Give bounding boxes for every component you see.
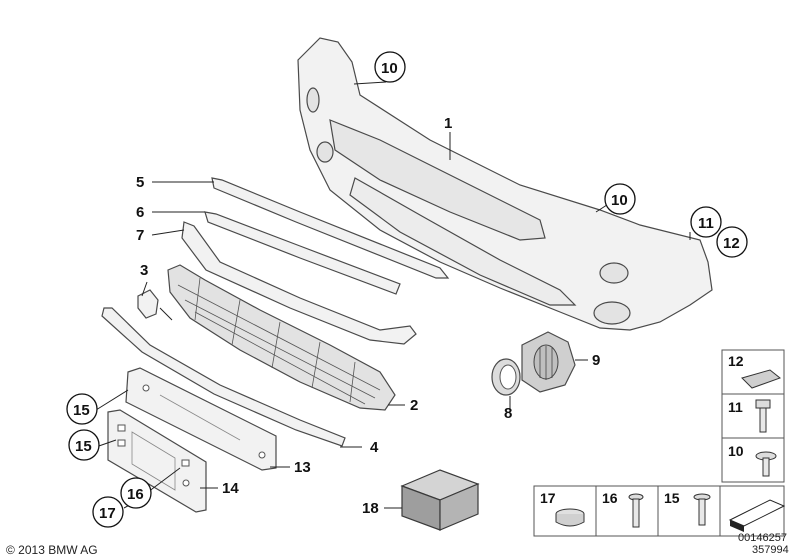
circled-callouts: 10 10 11 12 15 15 16 17 xyxy=(66,51,748,528)
callout-labels: 1 5 6 7 3 2 4 13 14 9 8 18 xyxy=(136,115,600,517)
plate-holder-13 xyxy=(125,367,277,471)
grille-mesh xyxy=(167,264,396,411)
fastener-legend: 12 11 10 17 16 15 xyxy=(533,349,786,537)
callout-8: 8 xyxy=(504,405,512,422)
screw-washer-icon xyxy=(755,451,777,477)
callout-15-lower: 15 xyxy=(75,438,92,455)
trim-strip-7 xyxy=(181,221,417,345)
license-plate-14 xyxy=(107,409,207,513)
callout-6: 6 xyxy=(136,204,144,221)
drawing-code-alt: 357994 xyxy=(752,544,789,556)
callout-15-upper: 15 xyxy=(73,402,90,419)
copyright-text: © 2013 BMW AG xyxy=(6,543,98,557)
callout-16: 16 xyxy=(127,486,144,503)
bolt-icon xyxy=(755,399,771,433)
callout-7: 7 xyxy=(136,227,144,244)
legend-17: 17 xyxy=(540,490,556,506)
callout-13: 13 xyxy=(294,459,311,476)
callout-4: 4 xyxy=(370,439,379,456)
legend-12: 12 xyxy=(728,353,744,369)
fog-ring-8 xyxy=(491,358,521,396)
callout-18: 18 xyxy=(362,500,379,517)
callout-10-top: 10 xyxy=(381,60,398,77)
screw-icon-16 xyxy=(628,493,644,528)
callout-12: 12 xyxy=(723,235,740,252)
callout-9: 9 xyxy=(592,352,600,369)
fog-housing-9 xyxy=(521,331,576,393)
callout-17: 17 xyxy=(99,505,116,522)
screw-icon-15 xyxy=(693,493,711,526)
legend-15: 15 xyxy=(664,490,680,506)
legend-10: 10 xyxy=(728,443,744,459)
clip-nut-icon xyxy=(741,369,782,389)
bumper-cover xyxy=(297,37,713,331)
callout-1: 1 xyxy=(444,115,452,132)
callout-10-right: 10 xyxy=(611,192,628,209)
legend-16: 16 xyxy=(602,490,618,506)
arrow-icon xyxy=(728,499,786,532)
callout-5: 5 xyxy=(136,174,144,191)
callout-3: 3 xyxy=(140,262,148,279)
trim-strip-5 xyxy=(211,177,450,279)
callout-11: 11 xyxy=(698,215,714,232)
kit-box-18 xyxy=(400,469,480,531)
trim-strip-6 xyxy=(204,211,401,295)
clip-part-3 xyxy=(137,289,173,321)
grommet-icon xyxy=(555,508,585,527)
lower-strip-4 xyxy=(101,307,346,447)
callout-2: 2 xyxy=(410,397,418,414)
callout-14: 14 xyxy=(222,480,239,497)
legend-11: 11 xyxy=(728,399,743,415)
drawing-code: 00146257 xyxy=(738,532,787,544)
